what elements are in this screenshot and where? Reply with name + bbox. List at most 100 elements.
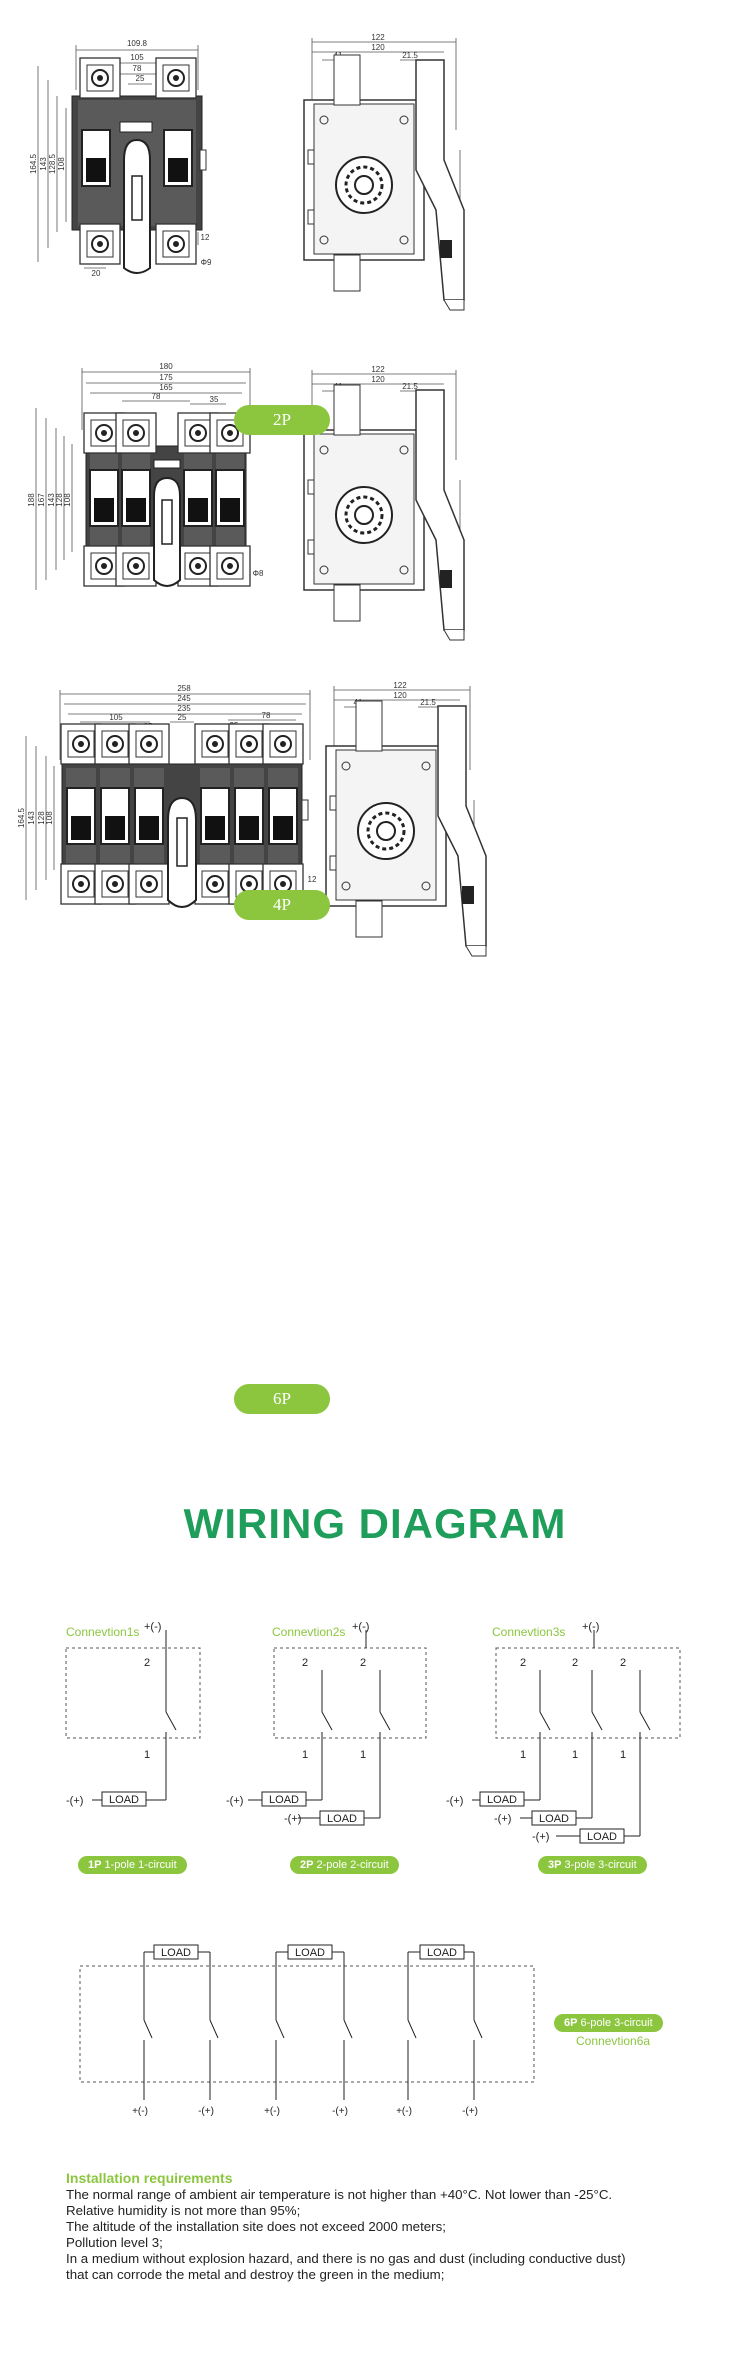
requirement-line: that can corrode the metal and destroy t…	[66, 2267, 445, 2282]
dim-2p-12: 12	[201, 233, 210, 242]
caption-6p-bold: 6P	[564, 2017, 578, 2029]
drawing-2p-front: 109.8 105 78 25 164.5 143 128.5 108 20 1…	[29, 39, 212, 278]
dim-4p-108: 108	[63, 493, 72, 507]
terminal-1-3p-a: 1	[520, 1749, 526, 1761]
dim-2p-hole: Φ9	[201, 258, 212, 267]
connection-1p-name: Connevtion1s	[66, 1625, 140, 1639]
bottom-label-1: +(-)	[132, 2106, 148, 2117]
caption-3p-text: 3-pole 3-circuit	[561, 1859, 637, 1871]
requirement-line: The normal range of ambient air temperat…	[66, 2187, 613, 2202]
caption-2p-bold: 2P	[300, 1859, 314, 1871]
load-6p-c: LOAD	[427, 1947, 457, 1959]
dim-6p-side-21-5: 21.5	[420, 698, 436, 707]
dim-4p-180: 180	[159, 362, 173, 371]
connection-2p-name: Connevtion2s	[272, 1625, 346, 1639]
dim-2p-128-5: 128.5	[48, 153, 57, 174]
plus-3p: +(-)	[582, 1621, 599, 1633]
dim-6p-105: 105	[109, 713, 123, 722]
bottom-label-5: +(-)	[396, 2106, 412, 2117]
requirement-line: Pollution level 3;	[66, 2235, 163, 2250]
dim-4p-side-122: 122	[371, 365, 385, 374]
dim-4p-side-21-5: 21.5	[402, 382, 418, 391]
plus-1p: +(-)	[144, 1621, 161, 1633]
terminal-1-2p-a: 1	[302, 1749, 308, 1761]
load-3p-c: LOAD	[587, 1831, 617, 1843]
caption-6p: 6P 6-pole 3-circuit	[554, 2014, 663, 2032]
dim-6p-side-120: 120	[393, 691, 407, 700]
terminal-1-3p-c: 1	[620, 1749, 626, 1761]
dim-4p-165: 165	[159, 383, 173, 392]
load-6p-b: LOAD	[295, 1947, 325, 1959]
terminal-2-3p-a: 2	[520, 1657, 526, 1669]
dim-4p-hole: Φ8	[253, 569, 264, 578]
drawing-2p-side: 122 120 41 21.5 66 19	[302, 33, 466, 312]
plus-2p: +(-)	[352, 1621, 369, 1633]
dim-4p-128: 128	[55, 493, 64, 507]
dim-6p-235: 235	[177, 704, 191, 713]
terminal-2-1p: 2	[144, 1657, 150, 1669]
load-3p-b: LOAD	[539, 1813, 569, 1825]
dim-6p-245: 245	[177, 694, 191, 703]
connection-2p: LOAD LOAD +(-) -(+) -(+) 2 2 1 1	[226, 1621, 427, 1826]
terminal-2-3p-b: 2	[572, 1657, 578, 1669]
terminal-2-2p-b: 2	[360, 1657, 366, 1669]
dim-2p-20: 20	[92, 269, 101, 278]
dim-2p-25: 25	[136, 74, 145, 83]
variant-label-6p: 6P	[234, 1384, 330, 1414]
connection-6p: LOAD LOAD LOAD +(-) -(+) +(-) -(+) +(-) …	[79, 1944, 535, 2117]
dim-6p-78: 78	[262, 711, 271, 720]
terminal-1-2p-b: 1	[360, 1749, 366, 1761]
drawing-6p-front: 258 245 235 105 25 25 35 78 164.5 143 12…	[17, 684, 317, 908]
requirements-heading: Installation requirements	[66, 2170, 233, 2186]
dim-6p-258: 258	[177, 684, 191, 693]
minus-3p-c: -(+)	[532, 1831, 549, 1843]
load-3p-a: LOAD	[487, 1794, 517, 1806]
dim-6p-108: 108	[45, 811, 54, 825]
drawing-4p-front: 180 175 165 78 35 188 167 143 128 108 Φ8	[27, 362, 264, 590]
drawing-6p-side: 122 120 41 21.5 66 19	[324, 681, 488, 958]
dim-2p-78: 78	[133, 64, 142, 73]
connection-3p-name: Connevtion3s	[492, 1625, 566, 1639]
requirement-line: In a medium without explosion hazard, an…	[66, 2251, 626, 2266]
dim-2p-side-122: 122	[371, 33, 385, 42]
caption-1p-text: 1-pole 1-circuit	[101, 1859, 177, 1871]
dim-6p-25b: 25	[178, 713, 187, 722]
caption-2p-text: 2-pole 2-circuit	[313, 1859, 389, 1871]
requirement-line: The altitude of the installation site do…	[66, 2219, 446, 2234]
caption-3p: 3P 3-pole 3-circuit	[538, 1856, 647, 1874]
load-6p-a: LOAD	[161, 1947, 191, 1959]
caption-2p: 2P 2-pole 2-circuit	[290, 1856, 399, 1874]
dim-2p-164-5: 164.5	[29, 153, 38, 174]
wiring-title: WIRING DIAGRAM	[183, 1500, 567, 1547]
technical-drawings: 109.8 105 78 25 164.5 143 128.5 108 20 1…	[17, 33, 488, 958]
dim-2p-side-120: 120	[371, 43, 385, 52]
load-2p-b: LOAD	[327, 1813, 357, 1825]
variant-label-2p: 2P	[234, 405, 330, 435]
dim-2p-143: 143	[39, 157, 48, 171]
caption-1p: 1P 1-pole 1-circuit	[78, 1856, 187, 1874]
minus-2p-a: -(+)	[226, 1795, 243, 1807]
minus-3p-b: -(+)	[494, 1813, 511, 1825]
dim-4p-78: 78	[152, 392, 161, 401]
caption-3p-bold: 3P	[548, 1859, 562, 1871]
minus-2p-b: -(+)	[284, 1813, 301, 1825]
connection-1p: LOAD +(-) -(+) 2 1	[65, 1621, 201, 1807]
installation-requirements: Installation requirements The normal ran…	[66, 2170, 706, 2283]
dim-6p-128: 128	[37, 811, 46, 825]
drawing-4p-side: 122 120 41 21.5 66 19	[302, 365, 466, 642]
minus-1p: -(+)	[66, 1795, 83, 1807]
dim-4p-143: 143	[47, 493, 56, 507]
dim-4p-175: 175	[159, 373, 173, 382]
terminal-2-3p-c: 2	[620, 1657, 626, 1669]
minus-3p-a: -(+)	[446, 1795, 463, 1807]
connection-6p-name: Connevtion6a	[576, 2034, 651, 2048]
dim-6p-164-5: 164.5	[17, 807, 26, 828]
bottom-label-6: -(+)	[462, 2106, 478, 2117]
load-1p: LOAD	[109, 1794, 139, 1806]
variant-label-4p: 4P	[234, 890, 330, 920]
load-2p-a: LOAD	[269, 1794, 299, 1806]
dim-2p-109-8: 109.8	[127, 39, 148, 48]
terminal-1-3p-b: 1	[572, 1749, 578, 1761]
bottom-label-3: +(-)	[264, 2106, 280, 2117]
dim-4p-167: 167	[37, 493, 46, 507]
